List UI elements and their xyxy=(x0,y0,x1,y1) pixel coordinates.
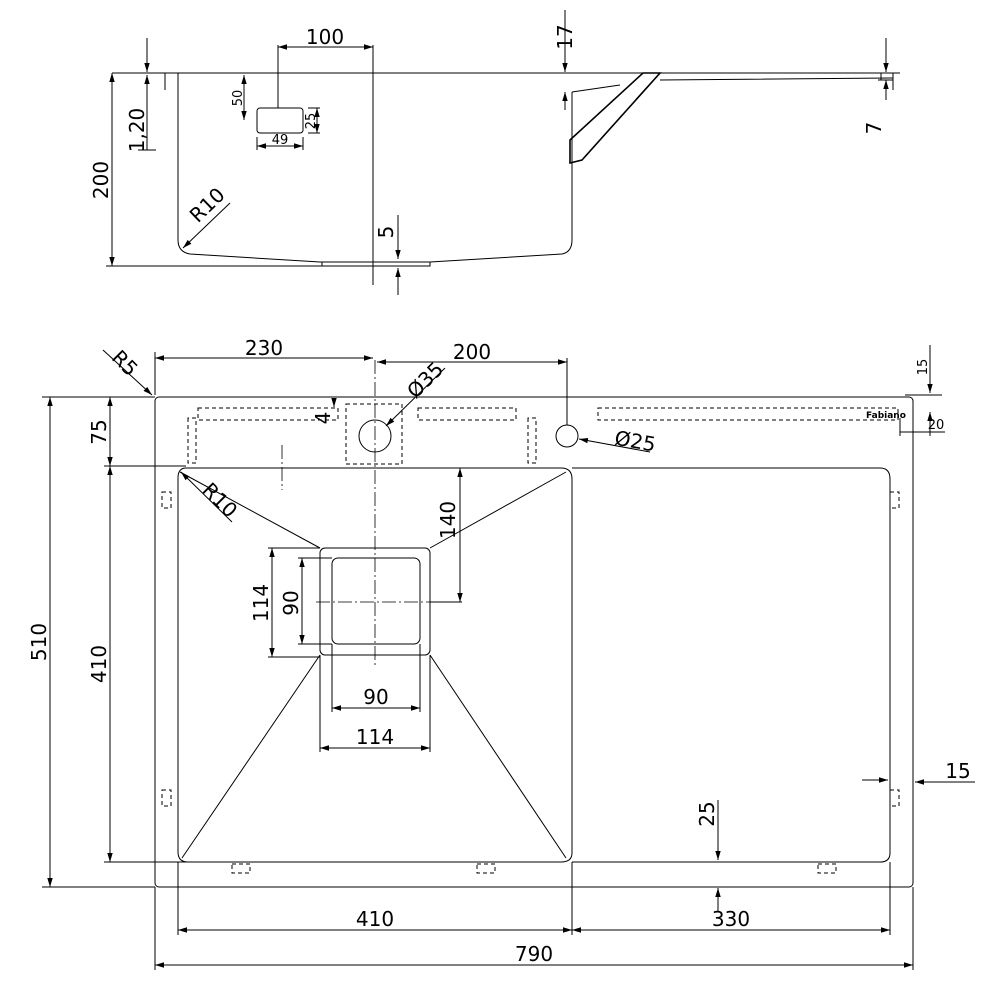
dim-140-label: 140 xyxy=(436,501,460,539)
dim-120-label: 1,20 xyxy=(125,108,149,153)
plan-mounting-clips xyxy=(161,491,900,874)
side-bowl-outline xyxy=(177,85,573,263)
plan-rail-slot-1 xyxy=(197,407,339,421)
dim-90-h-label: 90 xyxy=(363,685,388,709)
dim-line-r5 xyxy=(102,349,153,396)
dim-330-label: 330 xyxy=(712,907,750,931)
plan-outer-outline xyxy=(154,396,914,888)
dim-17-label: 17 xyxy=(553,24,577,49)
dim-dia35-label: Ø35 xyxy=(402,357,448,403)
dim-line-r10-side xyxy=(182,202,231,249)
dim-15-right-label: 15 xyxy=(945,759,970,783)
side-top-rim xyxy=(112,72,900,90)
dim-410-h-label: 410 xyxy=(356,907,394,931)
dim-75-label: 75 xyxy=(87,419,111,444)
plan-view: Fabiano 230 200 R5 15 Ø35 4 Ø25 20 xyxy=(27,336,975,970)
plan-brackets xyxy=(187,417,537,464)
plan-drainboard xyxy=(572,467,891,863)
dim-50-label: 50 xyxy=(231,90,246,107)
dim-510-label: 510 xyxy=(27,623,51,661)
side-view: 100 17 50 25 49 1,20 200 7 R10 xyxy=(89,10,900,295)
side-divider xyxy=(569,72,662,165)
dim-20-label: 20 xyxy=(928,418,945,433)
dim-200-side-label: 200 xyxy=(89,161,113,199)
plan-tap-plate xyxy=(345,403,403,465)
dim-line-dia25 xyxy=(578,437,651,453)
dim-4-label: 4 xyxy=(311,412,335,425)
dim-410-v-label: 410 xyxy=(87,645,111,683)
dim-15-top-label: 15 xyxy=(916,359,931,376)
dim-r10-side-label: R10 xyxy=(185,183,230,228)
dim-r10-plan-label: R10 xyxy=(198,478,243,523)
dim-r5-label: R5 xyxy=(107,345,143,381)
dim-230-label: 230 xyxy=(245,336,283,360)
plan-bowl xyxy=(177,467,573,863)
dim-25-label: 25 xyxy=(695,801,719,826)
side-drain xyxy=(321,262,431,267)
dim-line-r10-plan xyxy=(180,471,233,523)
side-drainboard xyxy=(571,77,894,93)
dim-90-v-label: 90 xyxy=(279,590,303,615)
dim-200-plan-label: 200 xyxy=(453,340,491,364)
plan-slope-lines xyxy=(179,471,567,859)
brand-logo: Fabiano xyxy=(866,411,906,421)
dim-7-label: 7 xyxy=(862,122,886,135)
dim-114-h-label: 114 xyxy=(356,725,394,749)
dim-49-label: 49 xyxy=(272,133,289,148)
plan-rail-slot-2 xyxy=(417,407,517,421)
dim-114-v-label: 114 xyxy=(249,584,273,622)
dim-25-side-label: 25 xyxy=(304,113,319,130)
dim-dia25-label: Ø25 xyxy=(613,426,658,457)
plan-drain-inner xyxy=(331,557,421,645)
plan-rail-slot-3 xyxy=(597,407,899,421)
plan-tap-hole xyxy=(358,419,392,453)
dim-line-dia35 xyxy=(385,367,446,427)
side-overflow-slot xyxy=(256,107,304,134)
dim-5-label: 5 xyxy=(374,226,398,239)
dim-100-label: 100 xyxy=(306,25,344,49)
dim-790-label: 790 xyxy=(515,942,553,966)
plan-accessory-hole xyxy=(555,424,579,448)
